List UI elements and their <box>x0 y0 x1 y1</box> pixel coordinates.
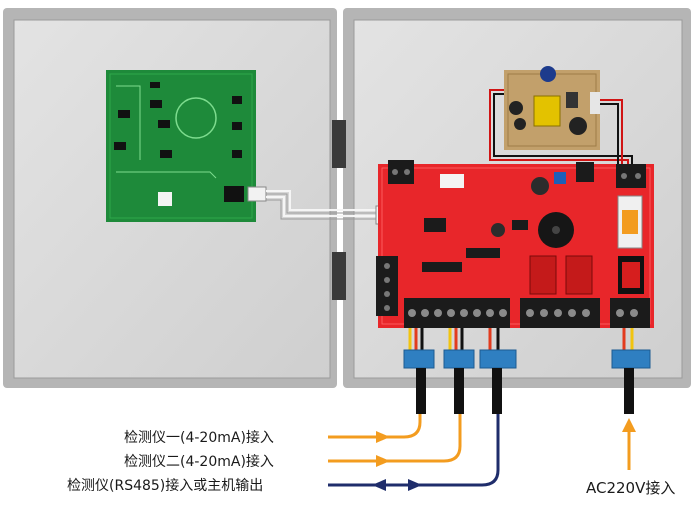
label-rs485: 检测仪(RS485)接入或主机输出 <box>67 478 264 494</box>
board-label-patch <box>440 174 464 188</box>
hinge-bottom <box>332 252 346 300</box>
hinge-top <box>332 120 346 168</box>
fuse-holder <box>617 195 643 249</box>
terminal-block <box>404 298 650 328</box>
connector-ac <box>611 328 651 414</box>
arrow-ac <box>622 418 636 470</box>
trimmer-pots <box>554 162 594 184</box>
connector-input-1 <box>403 328 435 414</box>
label-ac: AC220V接入 <box>586 479 676 497</box>
terminal-top-left <box>388 160 414 184</box>
ic-chips <box>422 218 528 272</box>
power-switch <box>618 256 644 294</box>
connector-input-2 <box>443 328 475 414</box>
label-input-1: 检测仪一(4-20mA)接入 <box>124 430 274 446</box>
power-module <box>504 66 600 150</box>
terminal-top-right <box>616 164 646 188</box>
sensor-board <box>106 70 256 222</box>
arrow-rs485 <box>328 414 500 491</box>
arrow-input-2 <box>328 414 462 467</box>
label-input-2: 检测仪二(4-20mA)接入 <box>124 454 274 470</box>
connector-rs485 <box>479 328 517 414</box>
terminal-left-side <box>376 256 398 316</box>
arrow-input-1 <box>328 414 422 443</box>
buzzer <box>538 212 574 248</box>
capacitor <box>491 177 549 237</box>
relays <box>529 255 593 295</box>
